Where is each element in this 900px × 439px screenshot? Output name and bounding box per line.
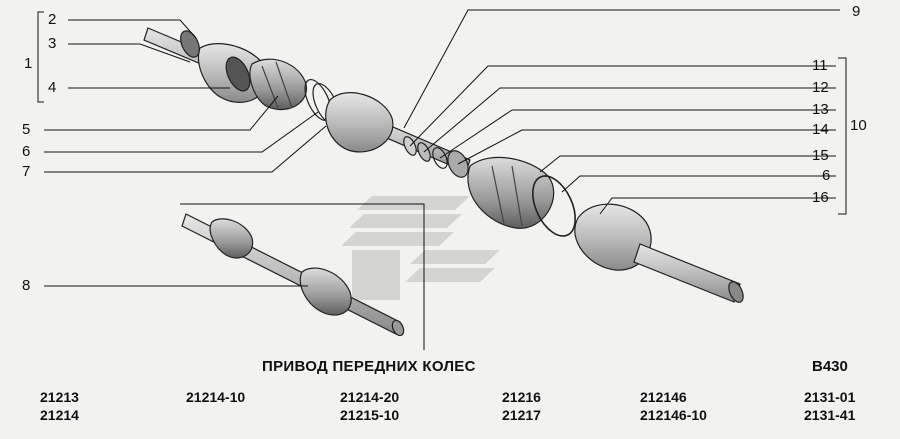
callout-2: 2 (48, 11, 57, 28)
model-code: 21214-10 (186, 389, 246, 405)
callout-9: 9 (852, 3, 861, 20)
diagram-code: B430 (812, 358, 848, 375)
callout-16: 16 (812, 189, 829, 206)
callout-3: 3 (48, 35, 57, 52)
callout-15: 15 (812, 147, 829, 164)
leader-lines (37, 9, 847, 350)
model-code: 21216 (502, 389, 541, 405)
watermark-logo (341, 196, 500, 300)
model-code: 21215-10 (340, 407, 400, 423)
model-code: 21213 (40, 389, 79, 405)
model-code: 212146-10 (640, 407, 707, 423)
callout-6-right: 6 (822, 167, 831, 184)
model-code: 21214 (40, 407, 79, 423)
callout-4: 4 (48, 79, 57, 96)
model-col-6: 2131-01 2131-41 (804, 388, 855, 424)
callout-1: 1 (24, 55, 33, 72)
assembled-shaft (181, 213, 405, 337)
callout-13: 13 (812, 101, 829, 118)
model-col-2: 21214-10 (186, 388, 245, 406)
model-col-4: 21216 21217 (502, 388, 541, 424)
callout-7: 7 (22, 163, 31, 180)
cv-joint-right (574, 203, 744, 303)
callout-5: 5 (22, 121, 31, 138)
callout-6-left: 6 (22, 143, 31, 160)
model-code: 2131-41 (804, 407, 856, 423)
callout-11: 11 (812, 57, 828, 74)
model-code: 21214-20 (340, 389, 400, 405)
model-code: 212146 (640, 389, 687, 405)
callout-10: 10 (850, 117, 867, 134)
clamp-ring-right (532, 175, 576, 237)
model-code: 2131-01 (804, 389, 856, 405)
inner-housing (325, 92, 394, 153)
model-code: 21217 (502, 407, 541, 423)
model-col-1: 21213 21214 (40, 388, 79, 424)
diagram-title: ПРИВОД ПЕРЕДНИХ КОЛЕС (262, 358, 476, 375)
model-col-3: 21214-20 21215-10 (340, 388, 399, 424)
callout-14: 14 (812, 121, 829, 138)
callout-12: 12 (812, 79, 829, 96)
boot-right (467, 156, 555, 229)
callout-8: 8 (22, 277, 31, 294)
model-col-5: 212146 212146-10 (640, 388, 707, 424)
boot-left (249, 58, 307, 111)
